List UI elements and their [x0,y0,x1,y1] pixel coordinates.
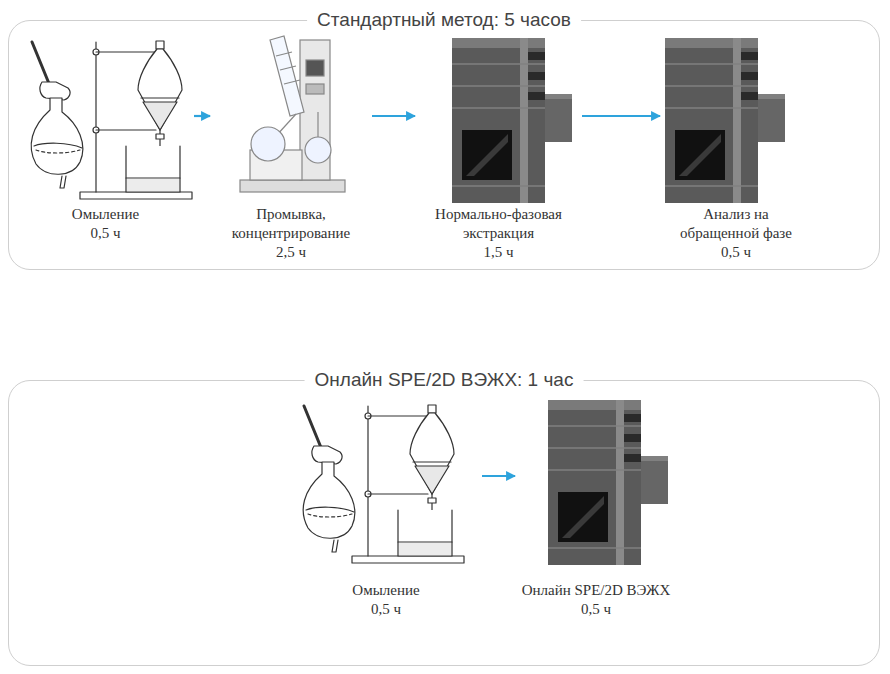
process-step: Омыление0,5 ч [23,41,188,243]
illustration-space [521,403,671,581]
step-duration: 0,5 ч [666,243,806,262]
step-duration: 0,5 ч [23,224,188,243]
extraction-illustration [31,41,192,199]
step-name: Омыление [296,581,476,600]
process-step: Онлайн SPE/2D ВЭЖХ0,5 ч [521,403,671,619]
method-panel: Стандартный метод: 5 часовОмыление0,5 чП… [8,20,880,270]
step-duration: 0,5 ч [296,600,476,619]
panel-title: Онлайн SPE/2D ВЭЖХ: 1 час [305,368,584,392]
illustration-space [216,41,366,205]
illustration-space [296,403,476,581]
process-step: Промывка, концентрирование2,5 ч [216,41,366,262]
process-step: Анализ на обращенной фазе0,5 ч [666,41,806,262]
method-panel: Онлайн SPE/2D ВЭЖХ: 1 часОмыление0,5 чОн… [8,380,880,666]
illustration-space [421,41,576,205]
rotary-evaporator [240,36,345,192]
step-duration: 0,5 ч [521,600,671,619]
illustration-space [23,41,188,205]
process-step: Омыление0,5 ч [296,403,476,619]
illustration-space [666,41,806,205]
step-name: Промывка, концентрирование [216,205,366,243]
step-name: Нормально-фазовая экстракция [421,205,576,243]
process-step: Нормально-фазовая экстракция1,5 ч [421,41,576,262]
hplc-instrument [665,38,785,203]
hplc-instrument [548,400,668,565]
panel-title: Стандартный метод: 5 часов [307,8,581,32]
flow-arrow [372,115,415,117]
step-name: Онлайн SPE/2D ВЭЖХ [521,581,671,600]
step-duration: 1,5 ч [421,243,576,262]
hplc-instrument [452,38,572,203]
flow-arrow [482,475,515,477]
step-name: Омыление [23,205,188,224]
flow-arrow [582,115,660,117]
step-name: Анализ на обращенной фазе [666,205,806,243]
extraction-illustration [303,405,464,563]
flow-arrow [194,115,210,117]
step-duration: 2,5 ч [216,243,366,262]
